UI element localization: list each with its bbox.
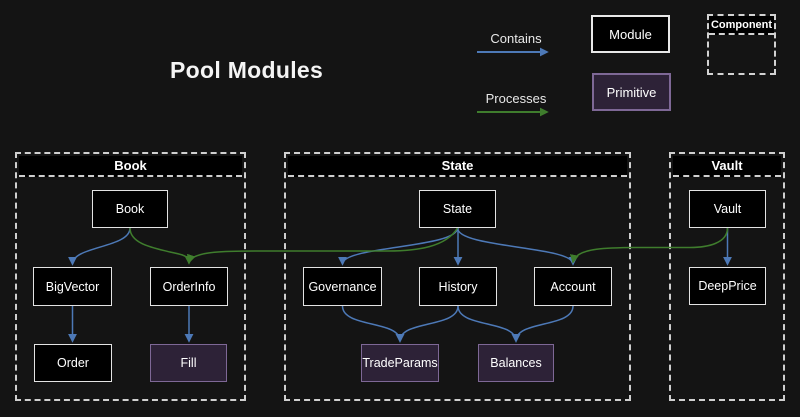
node-balances: Balances [478,344,554,382]
legend-component-label: Component [709,16,774,35]
node-book: Book [92,190,168,228]
node-fill: Fill [150,344,227,382]
node-deepprice: DeepPrice [689,267,766,305]
node-state: State [419,190,496,228]
node-governance: Governance [303,267,382,306]
node-bigvector: BigVector [33,267,112,306]
cluster-book-title: Book [19,156,242,177]
legend-component-box: Component [707,14,776,75]
legend-contains-label: Contains [490,31,542,46]
cluster-vault-title: Vault [673,156,781,177]
node-vault: Vault [689,190,766,228]
legend-primitive-label: Primitive [606,84,657,100]
page-title: Pool Modules [170,57,324,83]
node-account: Account [534,267,612,306]
cluster-vault: Vault [669,152,785,401]
node-history: History [419,267,497,306]
node-orderinfo: OrderInfo [150,267,228,306]
node-tradeparams: TradeParams [361,344,439,382]
cluster-state-title: State [288,156,627,177]
legend-module-label: Module [609,26,652,42]
legend-module-box: Module [591,15,670,53]
cluster-state: State [284,152,631,401]
cluster-book: Book [15,152,246,401]
node-order: Order [34,344,112,382]
legend-processes-label: Processes [485,91,547,106]
legend-primitive-box: Primitive [592,73,671,111]
